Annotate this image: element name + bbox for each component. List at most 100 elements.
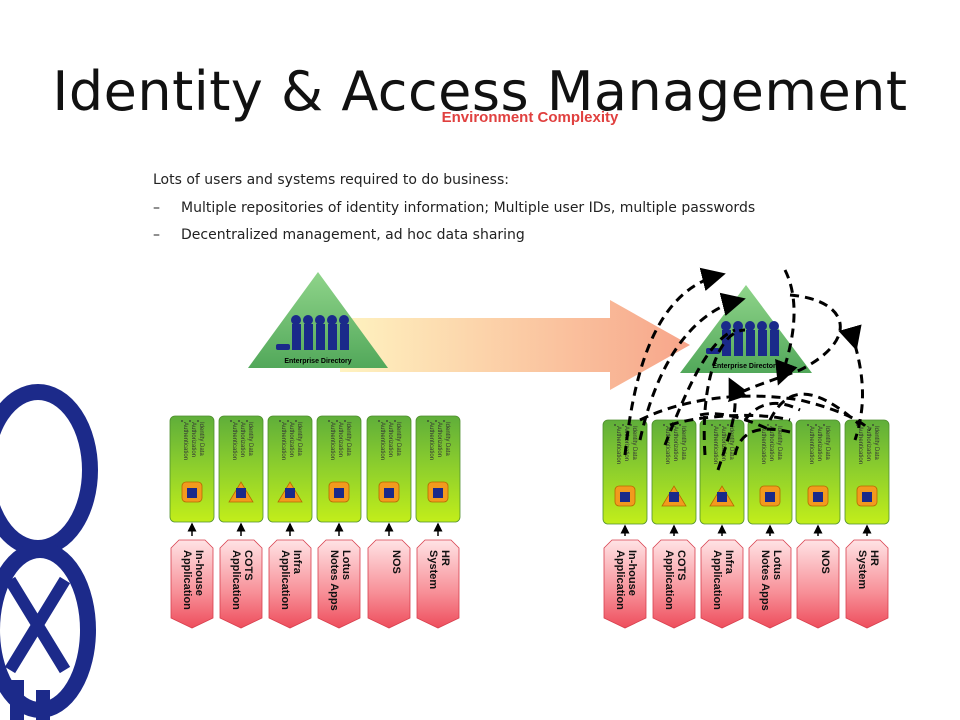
application-label: COTS [675, 550, 687, 581]
data-store-icon [228, 481, 254, 503]
enterprise-directory: Enterprise Directory [248, 272, 388, 368]
repository-line: Identity Data [198, 422, 204, 456]
repository-line: Authentication [329, 422, 335, 460]
repository-line: Identity Data [728, 426, 734, 460]
application-box: NOS [796, 539, 840, 629]
bullet-item: –Multiple repositories of identity infor… [153, 200, 755, 216]
repository-line: Identity Data [247, 422, 253, 456]
repository-line: Authentication [857, 426, 863, 464]
repository-line: Authentication [760, 426, 766, 464]
data-store-icon [807, 485, 829, 507]
repository-line: Identity Data [776, 426, 782, 460]
repository-line: Authentication [379, 422, 385, 460]
repository-line: Authorization [623, 426, 629, 461]
intro-text: Lots of users and systems required to do… [153, 172, 509, 188]
application-label: Notes Apps [759, 550, 771, 611]
slide-subtitle: Environment Complexity [441, 109, 619, 126]
transition-arrow [340, 300, 690, 390]
application-label: HR [868, 550, 880, 566]
data-store-icon [277, 481, 303, 503]
repository-line: Authorization [816, 426, 822, 461]
repository-line: Identity Data [873, 426, 879, 460]
repository-line: Identity Data [824, 426, 830, 460]
repository-line: Authorization [387, 422, 393, 457]
data-store-icon [328, 481, 350, 503]
data-store-icon [759, 485, 781, 507]
repository-line: Authorization [768, 426, 774, 461]
repository-line: Identity Data [631, 426, 637, 460]
repository-line: Identity Data [395, 422, 401, 456]
enterprise-directory: Enterprise Directory [680, 285, 812, 373]
application-label: HR [439, 550, 451, 566]
repository-line: Authentication [280, 422, 286, 460]
repository-line: Identity Data [296, 422, 302, 456]
slide-title: Identity & Access Management [52, 60, 908, 123]
repository-line: Authorization [436, 422, 442, 457]
application-label: In-house [626, 550, 638, 596]
repository-line: Authorization [672, 426, 678, 461]
application-box: NOS [367, 539, 411, 629]
repository-line: Authorization [337, 422, 343, 457]
directory-label: Enterprise Directory [712, 363, 779, 370]
data-store-icon [378, 481, 400, 503]
data-store-icon [181, 481, 203, 503]
repository-line: Authentication [808, 426, 814, 464]
repository-line: Authorization [865, 426, 871, 461]
application-label: System [856, 550, 868, 589]
repository-line: Authentication [182, 422, 188, 460]
repository-line: Authentication [712, 426, 718, 464]
application-label: NOS [390, 550, 402, 574]
application-label: Application [711, 550, 723, 610]
application-label: System [427, 550, 439, 589]
repository-line: Authorization [720, 426, 726, 461]
application-label: Infra [723, 550, 735, 575]
data-store-icon [427, 481, 449, 503]
repository-line: Authorization [239, 422, 245, 457]
data-store-icon [856, 485, 878, 507]
directory-label: Enterprise Directory [284, 358, 351, 365]
application-label: Application [181, 550, 193, 610]
ad-hoc-links [623, 267, 872, 471]
repository-line: Identity Data [345, 422, 351, 456]
application-label: Infra [291, 550, 303, 575]
application-label: Application [663, 550, 675, 610]
repository-line: Authentication [428, 422, 434, 460]
application-label: Application [614, 550, 626, 610]
repository-line: Authentication [231, 422, 237, 460]
bullet-text: Multiple repositories of identity inform… [181, 200, 756, 216]
repository-line: Identity Data [444, 422, 450, 456]
repository-line: Authentication [664, 426, 670, 464]
bullet-item: –Decentralized management, ad hoc data s… [153, 227, 525, 243]
data-store-icon [614, 485, 636, 507]
data-store-icon [709, 485, 735, 507]
